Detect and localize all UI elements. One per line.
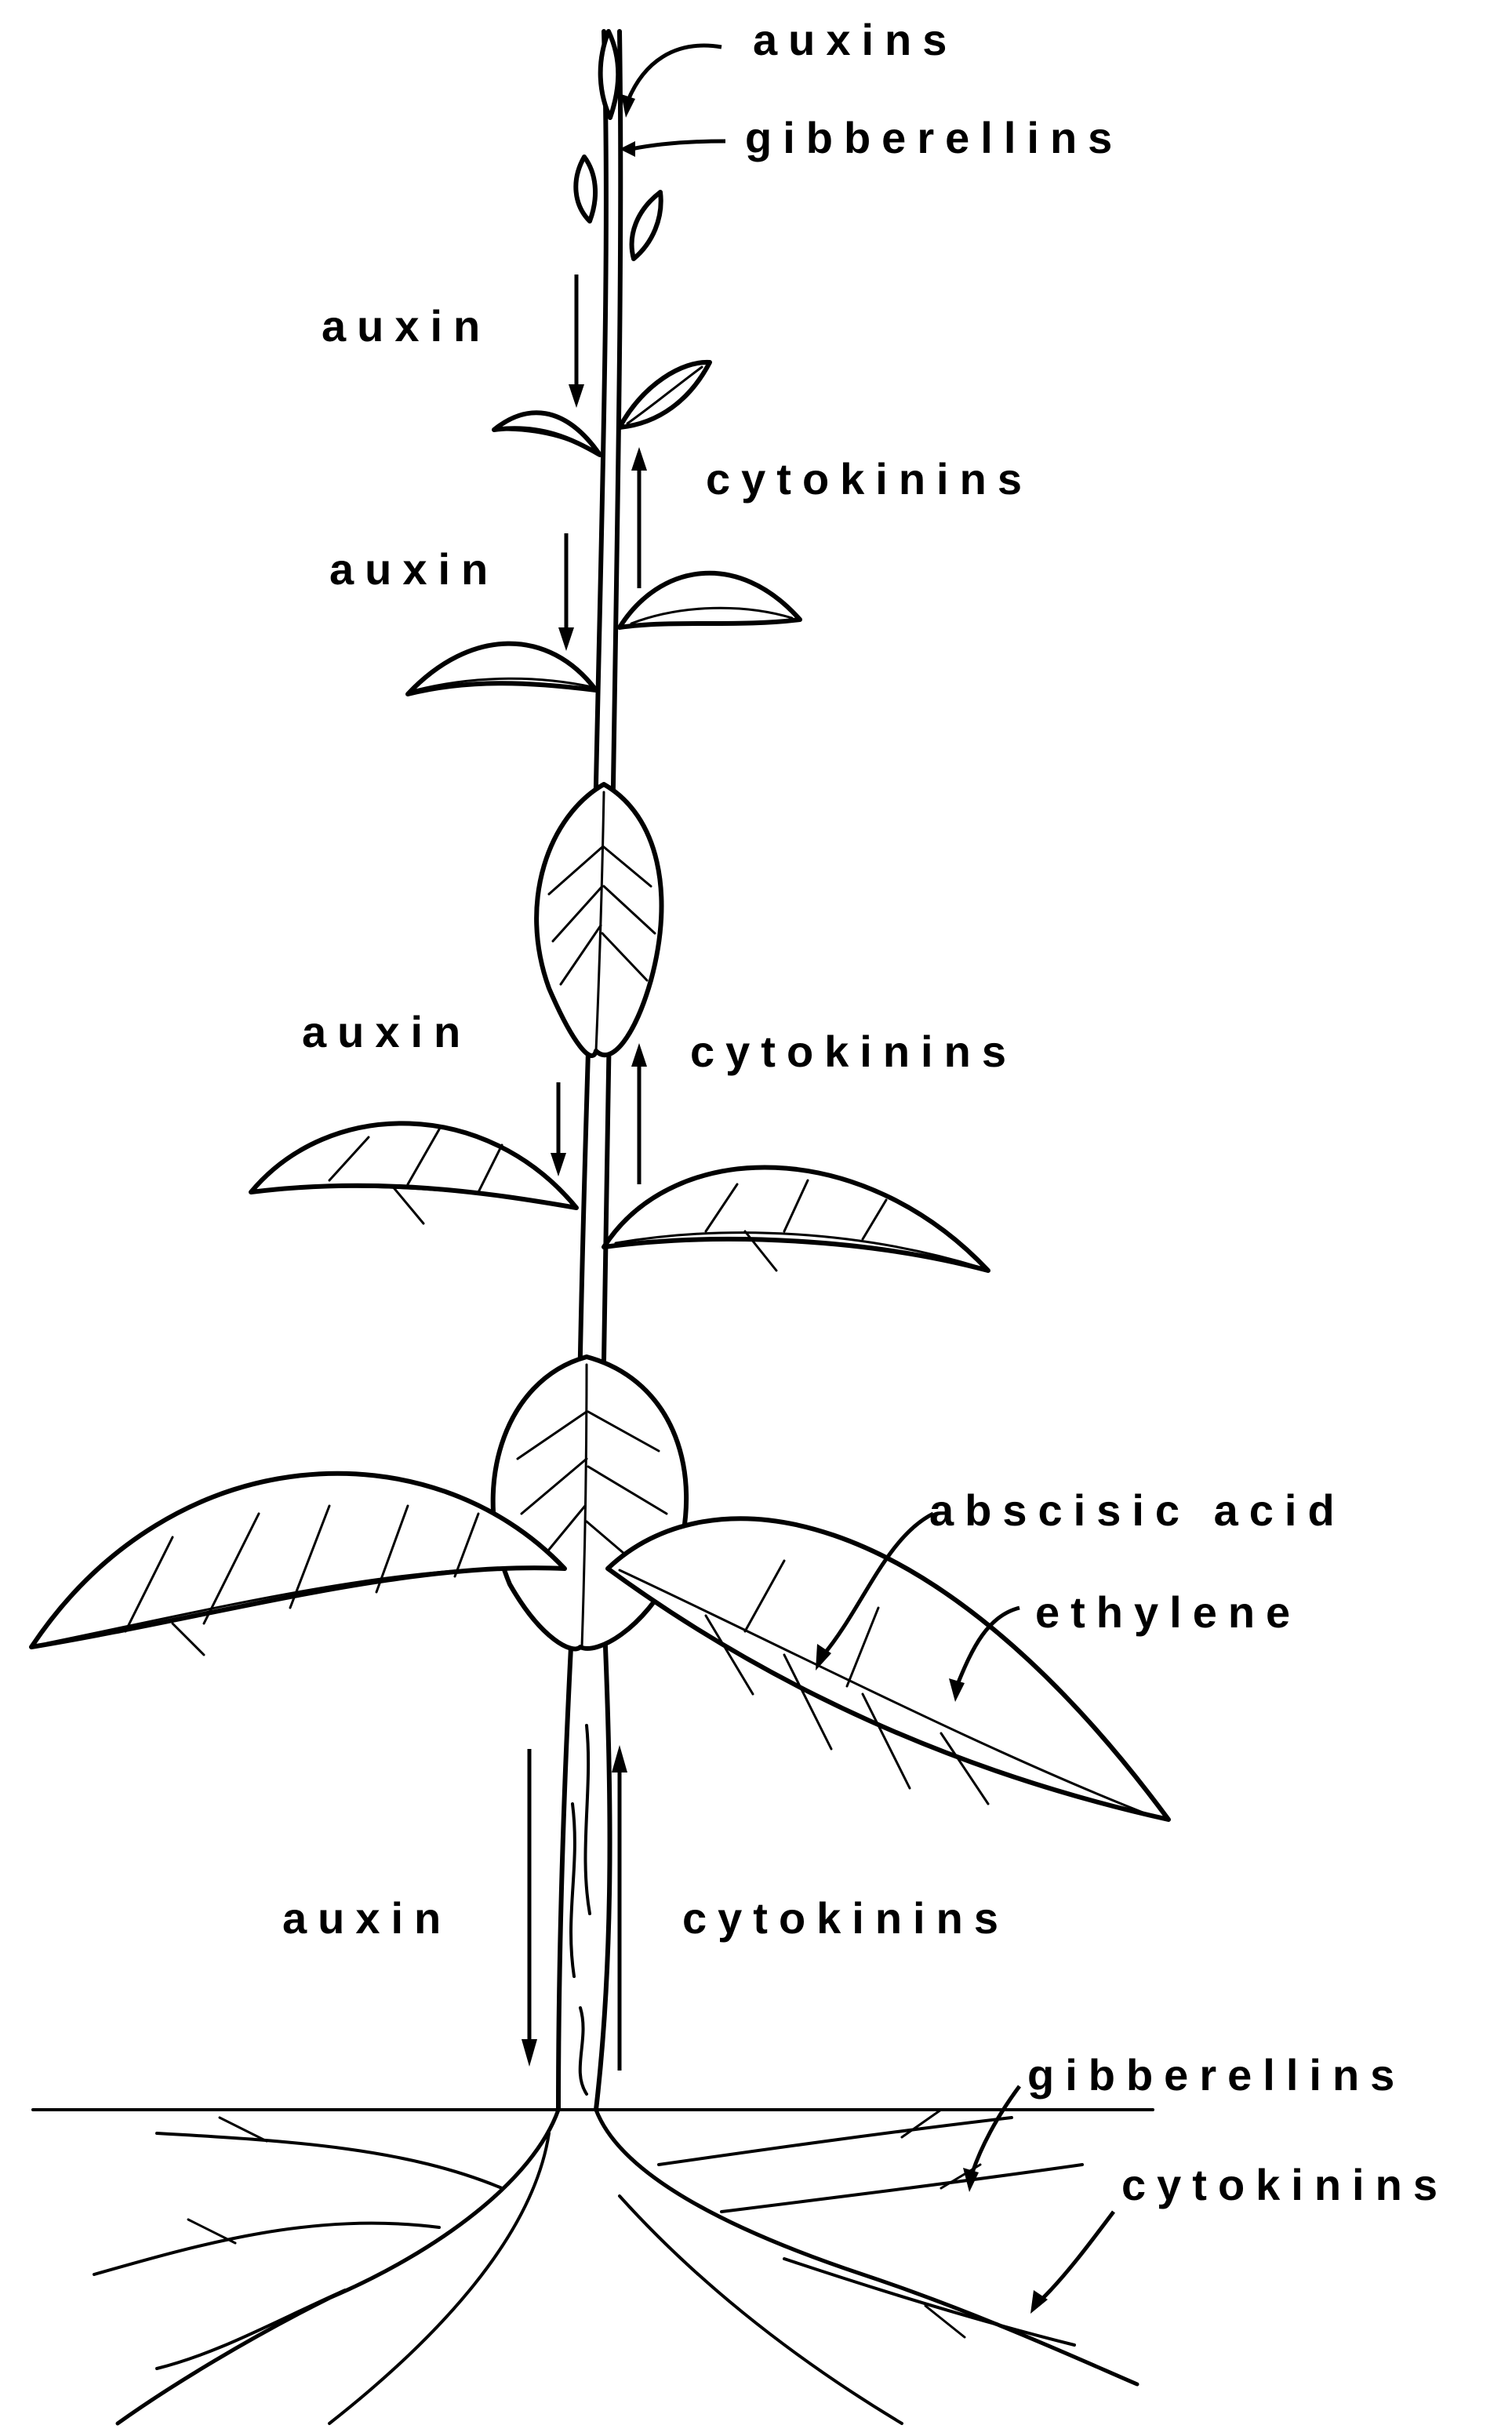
label-gibberellins-apex: gibberellins: [745, 113, 1123, 162]
label-ethylene: ethylene: [1035, 1587, 1301, 1637]
label-auxin-middle: auxin: [302, 1007, 471, 1056]
label-auxin-upper-1: auxin: [322, 301, 491, 351]
label-cytokinins-root: cytokinins: [1121, 2160, 1448, 2209]
label-cytokinins-upper: cytokinins: [706, 454, 1033, 504]
label-cytokinins-lower: cytokinins: [682, 1893, 1009, 1943]
label-cytokinins-middle: cytokinins: [690, 1027, 1017, 1076]
label-auxin-upper-2: auxin: [329, 544, 499, 594]
label-auxin-lower: auxin: [282, 1893, 452, 1943]
label-auxins-apex: auxins: [753, 15, 958, 64]
roots: [94, 2110, 1137, 2423]
label-gibberellins-root: gibberellins: [1027, 2050, 1405, 2100]
stem: [558, 31, 620, 2110]
label-abscisic-acid: abscisic acid: [929, 1485, 1346, 1535]
middle-side-leaves: [251, 1123, 988, 1271]
middle-leaf-upright: [536, 784, 661, 1056]
